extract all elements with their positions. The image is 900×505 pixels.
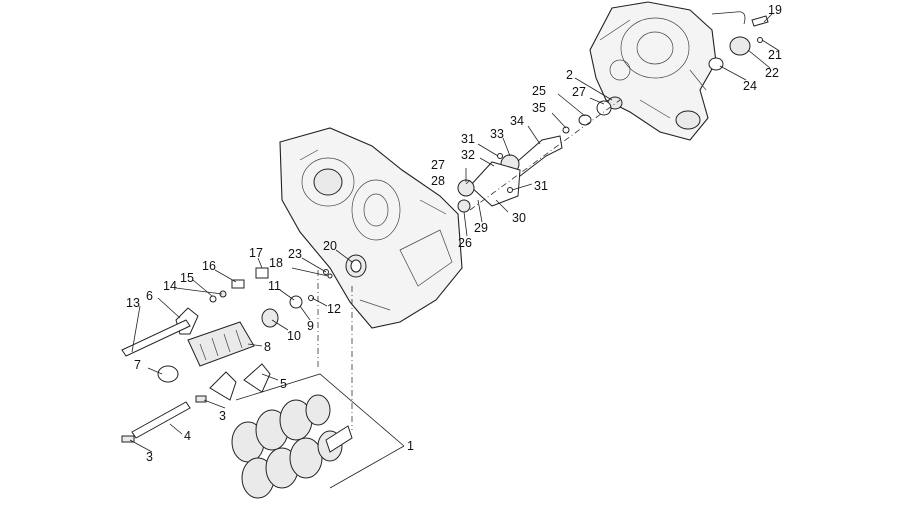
part-3-spring-lower xyxy=(121,435,135,443)
callout-12: 12 xyxy=(327,302,341,316)
callout-19: 19 xyxy=(768,3,782,17)
callout-2: 2 xyxy=(566,68,573,82)
callout-3-upper: 3 xyxy=(219,409,226,423)
part-27-ring xyxy=(596,100,612,116)
callout-29: 29 xyxy=(474,221,488,235)
callout-10: 10 xyxy=(287,329,301,343)
assembly-line-c xyxy=(469,99,621,211)
callout-27-lower: 27 xyxy=(431,158,445,172)
callout-6: 6 xyxy=(146,289,153,303)
part-5-fork-a xyxy=(209,371,237,401)
callout-25: 25 xyxy=(532,84,546,98)
part-15-washer xyxy=(209,295,217,303)
callout-27-upper: 27 xyxy=(572,85,586,99)
part-22-sensor xyxy=(729,36,751,56)
callout-30: 30 xyxy=(512,211,526,225)
callout-5: 5 xyxy=(280,377,287,391)
callout-11: 11 xyxy=(268,279,281,293)
part-1-gear-cluster xyxy=(231,394,353,499)
callout-15: 15 xyxy=(180,271,194,285)
part-3-spring-upper xyxy=(195,395,207,403)
callout-34: 34 xyxy=(510,114,524,128)
callout-28: 28 xyxy=(431,174,445,188)
leader-lines xyxy=(129,13,779,453)
callout-21: 21 xyxy=(768,48,782,62)
central-crankcase xyxy=(279,127,463,329)
callout-labels: 19 21 22 24 2 25 27 35 34 33 31 32 27 28… xyxy=(126,3,782,464)
callout-35: 35 xyxy=(532,101,546,115)
part-17-bushing xyxy=(255,267,269,279)
callout-33: 33 xyxy=(490,127,504,141)
callout-1: 1 xyxy=(407,439,414,453)
callout-17: 17 xyxy=(249,246,263,260)
part-5-fork-b xyxy=(243,363,271,393)
part-21-washer xyxy=(757,37,763,43)
part-25-washer xyxy=(578,114,592,126)
part-1-bracket xyxy=(235,373,405,489)
callout-18: 18 xyxy=(269,256,283,270)
part-12-screw xyxy=(308,295,314,301)
part-26-seal xyxy=(457,199,471,213)
part-13-rod xyxy=(121,319,191,357)
part-16-pin xyxy=(231,279,245,289)
part-18-pin xyxy=(327,273,333,279)
callout-22: 22 xyxy=(765,66,779,80)
callout-3-lower: 3 xyxy=(146,450,153,464)
callout-9: 9 xyxy=(307,319,314,333)
callout-8: 8 xyxy=(264,340,271,354)
shift-components xyxy=(121,267,333,443)
callout-4: 4 xyxy=(184,429,191,443)
upper-shaft-assembly xyxy=(457,96,623,213)
part-35-clip xyxy=(562,126,570,134)
callout-7: 7 xyxy=(134,358,141,372)
callout-31-lower: 31 xyxy=(534,179,548,193)
part-7-bearing xyxy=(157,365,179,383)
callout-24: 24 xyxy=(743,79,757,93)
right-crankcase-half xyxy=(589,1,717,141)
callout-31-upper: 31 xyxy=(461,132,475,146)
callout-23: 23 xyxy=(288,247,302,261)
part-8-drum xyxy=(187,321,255,367)
callout-16: 16 xyxy=(202,259,216,273)
callout-26: 26 xyxy=(458,236,472,250)
part-29-cover xyxy=(469,161,521,207)
sensor-assembly xyxy=(708,11,769,71)
callout-13: 13 xyxy=(126,296,140,310)
callout-14: 14 xyxy=(163,279,177,293)
callout-32: 32 xyxy=(461,148,475,162)
part-4-rod xyxy=(131,401,191,439)
callout-20: 20 xyxy=(323,239,337,253)
part-28-bearing xyxy=(457,179,475,197)
part-19-bolt xyxy=(751,15,769,27)
part-24-oring xyxy=(708,57,724,71)
part-10-gear xyxy=(261,308,279,328)
